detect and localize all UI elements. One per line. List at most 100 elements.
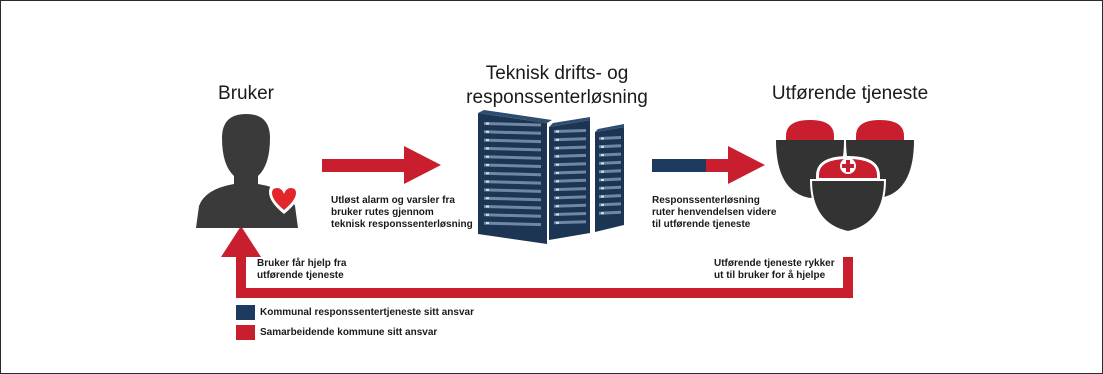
routing-caption-line3: til utførende tjeneste bbox=[652, 219, 751, 230]
server-led bbox=[556, 196, 559, 199]
server-slot bbox=[484, 163, 541, 168]
legend-swatch-navy bbox=[236, 305, 255, 320]
server-slot bbox=[554, 145, 586, 150]
server-slot bbox=[554, 137, 586, 142]
server-led bbox=[601, 187, 604, 190]
server-slot bbox=[599, 136, 621, 140]
server-led bbox=[486, 155, 489, 158]
server-slots bbox=[484, 122, 621, 227]
server-slot bbox=[599, 202, 621, 207]
return-flow-arrow bbox=[221, 226, 853, 298]
server-led bbox=[601, 179, 604, 181]
server-slot bbox=[484, 122, 541, 127]
server-led bbox=[486, 172, 489, 175]
server-slot bbox=[599, 152, 621, 157]
alarm-arrow bbox=[322, 146, 441, 184]
server-led bbox=[486, 213, 489, 216]
server-slot bbox=[554, 212, 586, 216]
server-led bbox=[556, 188, 559, 191]
server-slot bbox=[484, 146, 541, 152]
technical-title-line1: Teknisk drifts- og bbox=[485, 63, 629, 84]
alarm-caption-line1: Utløst alarm og varsler fra bbox=[331, 195, 455, 206]
server-slot bbox=[599, 177, 621, 182]
server-led bbox=[556, 138, 559, 141]
server-slot bbox=[554, 170, 586, 175]
server-led bbox=[601, 212, 604, 215]
server-racks-icon bbox=[478, 110, 624, 244]
server-slot bbox=[554, 195, 586, 200]
server-led bbox=[486, 205, 489, 208]
server-led bbox=[486, 139, 489, 142]
alarm-caption-line2: bruker rutes gjennom bbox=[331, 207, 434, 218]
server-led bbox=[556, 155, 559, 158]
legend-item-municipal: Kommunal responssentertjeneste sitt ansv… bbox=[236, 305, 474, 320]
server-slot bbox=[554, 187, 586, 192]
server-led bbox=[486, 222, 489, 225]
server-led bbox=[556, 180, 559, 183]
server-slot bbox=[599, 210, 621, 215]
routing-arrow bbox=[652, 146, 765, 184]
server-slot bbox=[484, 155, 541, 160]
person-with-heart-icon bbox=[196, 114, 299, 228]
server-led bbox=[486, 122, 489, 125]
server-rack-front bbox=[478, 110, 552, 244]
server-led bbox=[486, 164, 489, 166]
user-help-caption-line2: utførende tjeneste bbox=[257, 270, 344, 281]
server-slot bbox=[599, 144, 621, 149]
server-slot bbox=[554, 129, 586, 133]
nurses-group-icon bbox=[776, 120, 914, 234]
server-slot bbox=[484, 171, 541, 177]
server-led bbox=[486, 130, 489, 133]
server-led bbox=[556, 163, 559, 166]
server-slot bbox=[484, 188, 541, 193]
server-led bbox=[601, 154, 604, 157]
server-slot bbox=[554, 162, 586, 167]
routing-caption-line2: ruter henvendelsen videre bbox=[652, 207, 777, 218]
user-help-caption-line1: Bruker får hjelp fra bbox=[257, 258, 347, 269]
server-led bbox=[486, 180, 489, 183]
server-led bbox=[556, 221, 559, 224]
server-slot bbox=[599, 160, 621, 165]
server-slot bbox=[484, 213, 541, 218]
server-slot bbox=[554, 220, 586, 225]
server-led bbox=[601, 203, 604, 206]
server-led bbox=[556, 130, 559, 133]
server-led bbox=[556, 172, 559, 174]
server-led bbox=[601, 145, 604, 148]
server-led bbox=[601, 170, 604, 173]
server-led bbox=[601, 195, 604, 198]
user-title: Bruker bbox=[218, 83, 274, 104]
server-led bbox=[486, 197, 489, 200]
server-led bbox=[601, 137, 604, 140]
server-slot bbox=[484, 138, 541, 144]
legend-swatch-red bbox=[236, 325, 255, 340]
server-led bbox=[601, 162, 604, 165]
server-led bbox=[556, 147, 559, 150]
legend-label-municipal: Kommunal responssentertjeneste sitt ansv… bbox=[260, 306, 474, 318]
server-led bbox=[556, 213, 559, 216]
server-slot bbox=[484, 221, 541, 227]
service-dispatch-caption-line2: ut til bruker for å hjelpe bbox=[714, 270, 826, 281]
server-led bbox=[486, 188, 489, 191]
server-slot bbox=[554, 153, 586, 158]
server-slot bbox=[484, 130, 541, 135]
legend-item-cooperating: Samarbeidende kommune sitt ansvar bbox=[236, 325, 437, 340]
server-led bbox=[556, 205, 559, 208]
alarm-caption-line3: teknisk responssenterløsning bbox=[331, 219, 473, 230]
server-slot bbox=[599, 185, 621, 190]
server-slot bbox=[599, 169, 621, 174]
service-dispatch-caption-line1: Utførende tjeneste rykker bbox=[714, 258, 835, 269]
server-led bbox=[486, 147, 489, 150]
nurse-front bbox=[809, 156, 887, 234]
server-slot bbox=[484, 205, 541, 210]
legend-label-cooperating: Samarbeidende kommune sitt ansvar bbox=[260, 326, 438, 338]
server-slot bbox=[484, 196, 541, 202]
server-slot bbox=[554, 178, 586, 183]
server-slot bbox=[599, 194, 621, 199]
server-slot bbox=[554, 203, 586, 208]
technical-title-line2: responssenterløsning bbox=[466, 87, 648, 108]
service-title: Utførende tjeneste bbox=[771, 83, 929, 104]
routing-caption-line1: Responssenterløsning bbox=[652, 195, 760, 206]
server-slot bbox=[484, 180, 541, 185]
